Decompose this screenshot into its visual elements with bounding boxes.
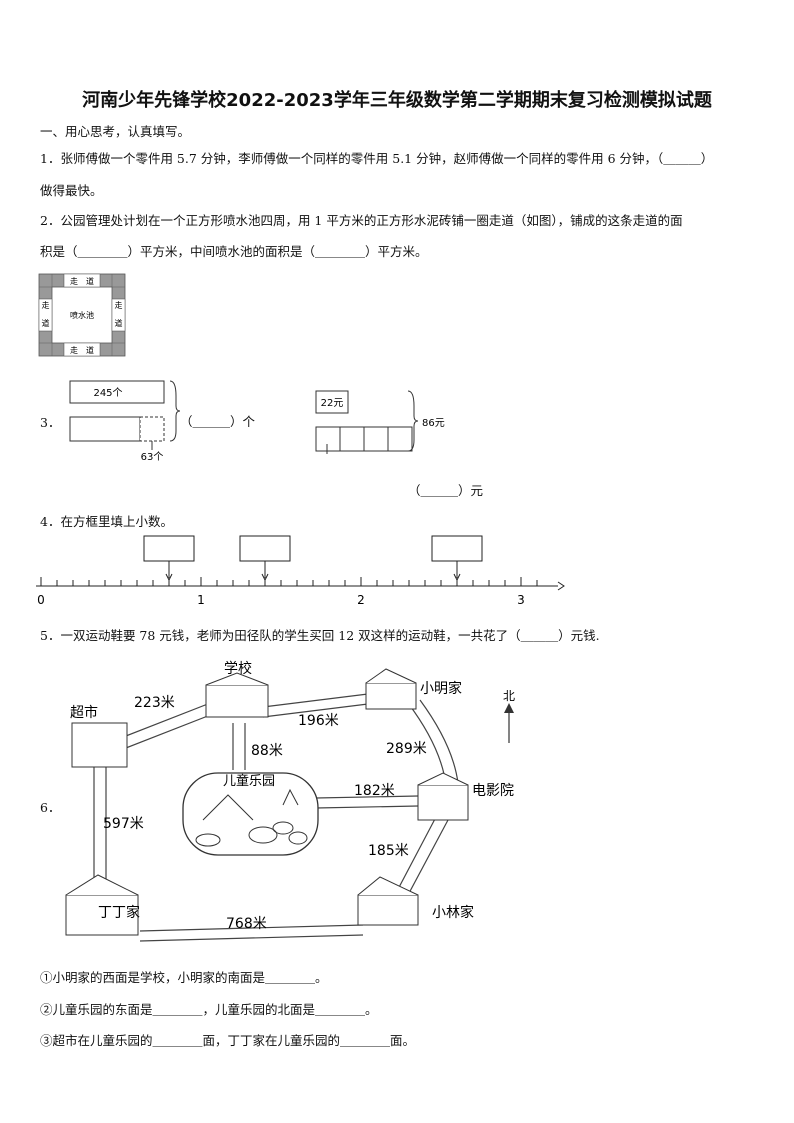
number-line-label: 2 xyxy=(357,593,365,607)
number-line-labels: 0 1 2 3 xyxy=(37,593,525,607)
dingding-house xyxy=(65,894,139,936)
dist-school-park: 88米 xyxy=(251,743,283,759)
pointer-arrowhead xyxy=(165,573,173,582)
cinema-building xyxy=(417,784,469,821)
number-line-arrowhead xyxy=(557,581,565,591)
answer-box[interactable] xyxy=(143,535,195,562)
number-line-ticks xyxy=(36,577,565,591)
walkway-top-label: 走 道 xyxy=(70,276,94,286)
number-line-answer-boxes[interactable] xyxy=(143,535,483,582)
dist-dingding-xiaolin: 768米 xyxy=(226,916,267,932)
number-line-label: 1 xyxy=(197,593,205,607)
q6-sub1: ①小明家的西面是学校，小明家的南面是＿＿＿＿。 xyxy=(40,970,328,985)
q3-right-answer: （＿＿＿）元 xyxy=(408,483,484,498)
north-label: 北 xyxy=(503,689,515,703)
q3-diff-label: 63个 xyxy=(141,451,164,463)
answer-box[interactable] xyxy=(239,535,291,562)
xiaoming-house xyxy=(365,682,417,710)
supermarket-building xyxy=(71,722,128,768)
park-label: 儿童乐园 xyxy=(223,773,275,789)
walkway-bottom-label: 走 道 xyxy=(70,345,94,355)
cinema-label: 电影院 xyxy=(472,783,514,799)
dist-supermarket-school: 223米 xyxy=(134,695,175,711)
q5-text: 5．一双运动鞋要 78 元钱，老师为田径队的学生买回 12 双这样的运动鞋，一共… xyxy=(40,628,600,643)
q2-line1: 2．公园管理处计划在一个正方形喷水池四周，用 1 平方米的正方形水泥砖铺一圈走道… xyxy=(40,213,683,228)
walkway-left-label-1: 走 xyxy=(42,301,50,310)
q3-number: 3． xyxy=(40,415,61,430)
xiaoming-label: 小明家 xyxy=(420,680,462,697)
q2-line2: 积是（＿＿＿＿）平方米，中间喷水池的面积是（＿＿＿＿）平方米。 xyxy=(40,244,428,259)
q6-sub2: ②儿童乐园的东面是＿＿＿＿，儿童乐园的北面是＿＿＿＿。 xyxy=(40,1002,378,1017)
xiaolin-house xyxy=(357,894,419,926)
pointer-arrowhead xyxy=(453,573,461,582)
school-label: 学校 xyxy=(224,660,252,677)
walkway-right-label-1: 走 xyxy=(115,301,123,310)
dist-supermarket-dingding: 597米 xyxy=(103,816,144,832)
answer-box[interactable] xyxy=(431,535,483,562)
dist-park-cinema: 182米 xyxy=(354,783,395,799)
q3-unit-label: 22元 xyxy=(321,398,344,409)
q3-top-bar-label: 245个 xyxy=(93,387,122,399)
walkway-right-label-2: 道 xyxy=(115,318,123,328)
q6-number: 6． xyxy=(40,800,61,815)
school-building xyxy=(205,684,269,718)
q6-map: 北 学校 超市 小明家 电影院 小林家 丁丁家 儿童乐园 223米 196米 8… xyxy=(65,660,515,942)
number-line-label: 0 xyxy=(37,593,45,607)
dist-xiaoming-cinema: 289米 xyxy=(386,741,427,757)
fountain-label: 喷水池 xyxy=(70,310,94,320)
q3-total-label: 86元 xyxy=(422,418,445,429)
page-title: 河南少年先锋学校2022-2023学年三年级数学第二学期期末复习检测模拟试题 xyxy=(82,90,712,111)
dist-cinema-xiaolin: 185米 xyxy=(368,843,409,859)
q3-left-answer: （＿＿＿）个 xyxy=(180,414,256,429)
fountain-walkway-figure: 走 道 走 道 喷水池 走 道 走 道 xyxy=(38,273,126,357)
q1-line2: 做得最快。 xyxy=(40,183,103,198)
number-line-label: 3 xyxy=(517,593,525,607)
supermarket-label: 超市 xyxy=(70,704,98,721)
q1-line1: 1．张师傅做一个零件用 5.7 分钟，李师傅做一个同样的零件用 5.1 分钟，赵… xyxy=(40,151,714,166)
dist-school-xiaoming: 196米 xyxy=(298,713,339,729)
section-heading: 一、用心思考，认真填写。 xyxy=(40,124,191,139)
walkway-left-label-2: 道 xyxy=(42,318,50,328)
q3-right-bar-diagram: 22元 86元 xyxy=(315,390,445,454)
number-line: 0 1 2 3 xyxy=(36,535,565,607)
q6-sub3: ③超市在儿童乐园的＿＿＿＿面，丁丁家在儿童乐园的＿＿＿＿面。 xyxy=(40,1033,416,1048)
park-area xyxy=(182,772,319,856)
q4-text: 4．在方框里填上小数。 xyxy=(40,514,173,529)
dingding-label: 丁丁家 xyxy=(98,904,140,921)
pointer-arrowhead xyxy=(261,573,269,582)
q3-left-bar-diagram: 245个 63个 xyxy=(69,380,181,463)
xiaolin-label: 小林家 xyxy=(432,904,474,921)
